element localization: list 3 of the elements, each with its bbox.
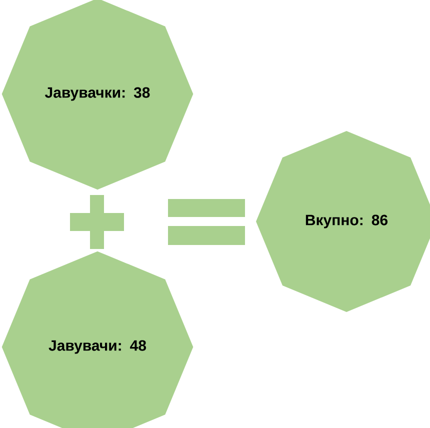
octagon-node: Вкупно: 86: [256, 131, 430, 312]
octagon-node: Јавувачки: 38: [2, 0, 194, 190]
octagon-node: Јавувачи: 48: [2, 251, 194, 428]
